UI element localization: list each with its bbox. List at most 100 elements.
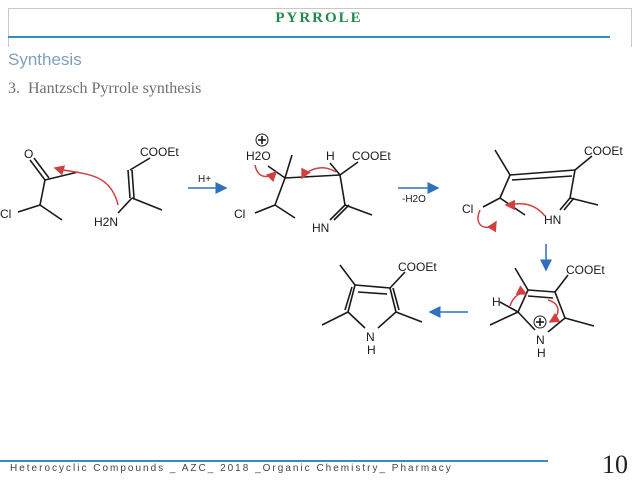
curly-arrow [547,299,561,323]
group-label: COOEt [584,144,623,158]
bond [17,204,41,213]
reaction-scheme-diagram: O Cl COOEt H2N H+ H2O Cl H COOEt [0,133,623,360]
bond [554,291,566,319]
bond [254,204,276,214]
bond [527,289,556,293]
atom-label: H [537,346,546,360]
footer-underline [0,460,548,462]
bond [389,287,397,313]
curly-arrow [254,164,278,183]
bond [131,197,163,211]
atom-label: H [367,343,376,357]
bond [347,311,366,329]
bond [517,311,536,331]
atom-label: H [326,149,335,163]
title-frame [8,8,632,47]
bond [547,317,566,333]
atom-label: Cl [462,202,473,216]
group-label: COOEt [140,145,179,159]
bond [527,295,554,299]
bond [284,174,341,179]
bond [274,204,296,219]
atom-label: N [366,330,375,344]
bond [333,204,350,221]
atom-label: HN [544,213,561,227]
positive-charge [533,315,547,329]
list-item-hantzsch: 3. Hantzsch Pyrrole synthesis [8,80,202,97]
reaction-arrow-1: H+ [188,174,228,194]
bond [321,311,349,326]
bond [344,286,353,311]
title-underline [8,36,610,38]
group-label: H2N [94,215,118,229]
bond [127,169,131,199]
bond [482,197,501,208]
group-label: COOEt [398,260,437,274]
bond [569,169,576,199]
curly-arrow [53,165,119,206]
bond [131,169,135,199]
atom-label: HN [312,221,329,235]
reagent-label: H+ [198,174,211,185]
bond [33,157,50,179]
atom-label: O [24,147,33,161]
bond [509,169,576,176]
intermediate-1: H2O Cl H COOEt HN [234,133,391,235]
atom-label: N [536,333,545,347]
product-pyrrole: COOEt N H [321,260,437,357]
bond [514,267,529,291]
bond [377,311,397,329]
atom-label: Cl [234,207,245,221]
reagent-label: -H2O [402,194,426,205]
bond [274,177,286,206]
group-label: COOEt [352,149,391,163]
reactant-chloroketone: O Cl [0,147,79,221]
bond [574,155,593,171]
bond [29,159,46,181]
bond [117,197,133,214]
bond [344,204,373,216]
bond [339,264,356,286]
atom-label: H [492,295,501,309]
bond [499,174,511,199]
bond [354,284,391,289]
intermediate-2: COOEt Cl HN [462,144,623,233]
curly-arrow [504,199,546,217]
page-number: 10 [602,450,628,479]
bond [347,284,356,313]
bond [499,197,526,216]
bond [329,204,346,221]
bond [395,311,423,323]
reaction-arrow-2: -H2O [398,182,440,205]
bond [39,179,46,206]
footer-caption: Heterocyclic Compounds _ AZC_ 2018 _Orga… [10,463,453,474]
group-label: COOEt [566,263,605,277]
positive-charge [255,133,269,147]
bond [559,197,571,211]
bond [499,301,519,313]
intermediate-3: COOEt H N H [489,263,605,360]
bond [564,317,595,327]
section-heading: Synthesis [8,50,82,69]
bond [44,171,79,181]
reactant-enamine: COOEt H2N [53,145,179,229]
curly-arrow [301,167,337,180]
bond [284,154,293,179]
bond [511,175,573,181]
bond [39,204,63,221]
bond [339,161,359,176]
bond [563,197,575,211]
bond [339,174,346,206]
title-bar: PYRROLE [0,4,638,40]
bond [554,274,569,293]
bond [494,149,511,176]
bond [357,291,388,295]
curly-arrow [477,209,497,233]
bond [489,311,519,326]
bond [329,162,341,176]
atom-label: Cl [0,207,11,221]
bond [129,157,151,171]
curly-arrow [509,285,528,307]
bond [389,271,406,289]
bond [392,287,400,311]
